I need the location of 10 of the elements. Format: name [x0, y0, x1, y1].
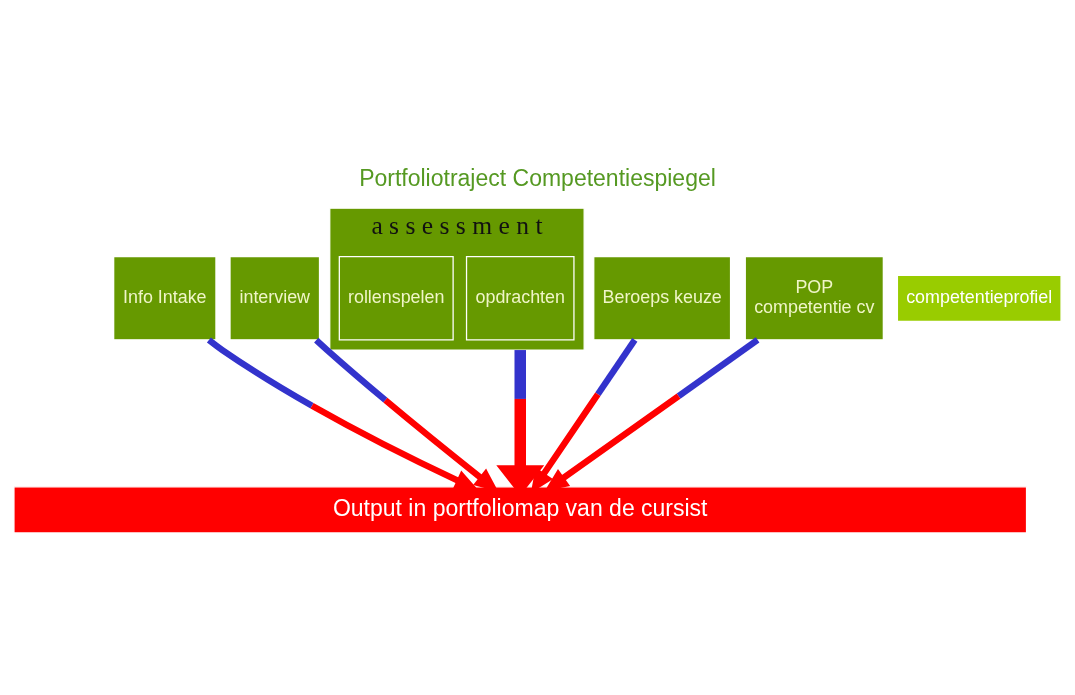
- node-box: interview: [229, 256, 321, 341]
- diagram-title: Portfoliotraject Competentiespiegel: [359, 164, 716, 191]
- node-box: Output in portfoliomap van de cursist: [13, 486, 1028, 534]
- node-box: Info Intake: [113, 256, 217, 341]
- node-box: competentieprofiel: [896, 274, 1062, 322]
- node-box: POP competentie cv: [744, 256, 884, 341]
- node-box: Beroeps keuze: [593, 256, 732, 341]
- node-box: rollenspelen: [338, 256, 454, 341]
- arrow: [206, 337, 479, 491]
- node-box: opdrachten: [465, 256, 575, 341]
